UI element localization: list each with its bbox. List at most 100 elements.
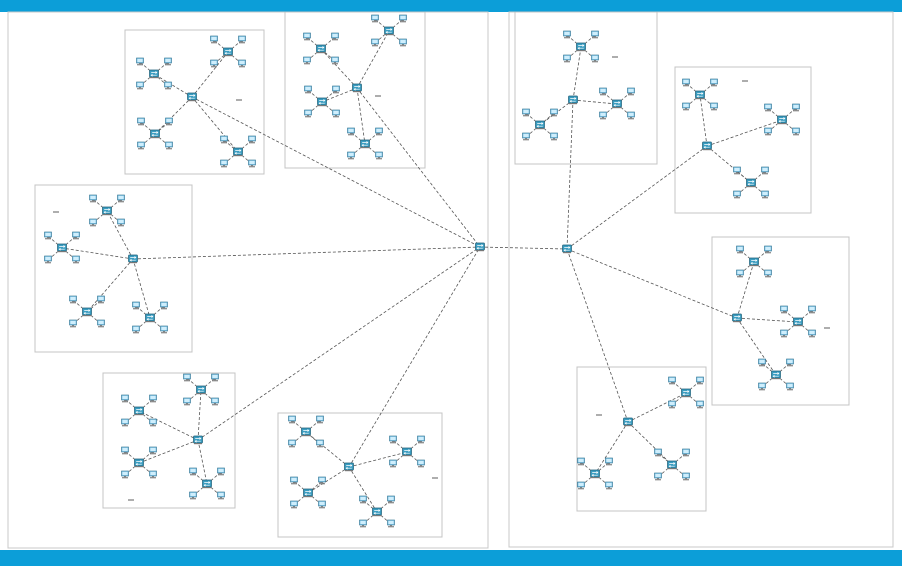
link-cable[interactable] [186,377,202,391]
pc-icon[interactable] [710,78,718,87]
pc-icon[interactable] [563,54,571,63]
pc-icon[interactable] [304,85,312,94]
uplink-cable[interactable] [191,96,481,248]
distribution-cable[interactable] [153,73,193,98]
pc-icon[interactable] [780,305,788,314]
pc-icon[interactable] [733,190,741,199]
access-switch-icon[interactable] [316,44,326,54]
distribution-cable[interactable] [106,210,134,260]
link-cable[interactable] [192,471,208,485]
pc-icon[interactable] [696,376,704,385]
pc-icon[interactable] [149,394,157,403]
pc-icon[interactable] [696,400,704,409]
pc-icon[interactable] [654,472,662,481]
uplink-cable[interactable] [566,248,629,423]
link-cable[interactable] [775,362,791,376]
distribution-cable[interactable] [348,466,378,513]
link-cable[interactable] [699,82,715,96]
pc-icon[interactable] [332,85,340,94]
pc-icon[interactable] [563,30,571,39]
link-cable[interactable] [657,452,673,466]
link-cable[interactable] [213,39,229,53]
pc-icon[interactable] [761,190,769,199]
pc-icon[interactable] [164,57,172,66]
link-cable[interactable] [124,398,140,412]
access-switch-icon[interactable] [145,313,155,323]
pc-icon[interactable] [303,56,311,65]
link-cable[interactable] [61,235,77,249]
distribution-cable[interactable] [627,421,673,466]
distribution-cable[interactable] [138,410,199,441]
access-switch-icon[interactable] [150,129,160,139]
link-cable[interactable] [580,461,596,475]
distribution-cable[interactable] [138,439,199,464]
link-cable[interactable] [138,450,154,464]
pc-icon[interactable] [780,329,788,338]
link-cable[interactable] [406,439,422,453]
pc-icon[interactable] [97,295,105,304]
link-cable[interactable] [47,235,63,249]
link-cable[interactable] [153,61,169,75]
link-cable[interactable] [580,34,596,48]
access-switch-icon[interactable] [82,307,92,317]
pc-icon[interactable] [121,470,129,479]
pc-icon[interactable] [387,495,395,504]
pc-icon[interactable] [389,435,397,444]
pc-icon[interactable] [136,57,144,66]
access-switch-icon[interactable] [590,469,600,479]
pc-icon[interactable] [764,245,772,254]
distribution-switch-icon[interactable] [702,141,712,151]
pc-icon[interactable] [758,382,766,391]
access-switch-icon[interactable] [576,42,586,52]
link-cable[interactable] [761,362,777,376]
link-cable[interactable] [362,499,378,513]
link-cable[interactable] [364,131,380,145]
pc-icon[interactable] [303,32,311,41]
pc-icon[interactable] [654,448,662,457]
link-cable[interactable] [138,398,154,412]
distribution-cable[interactable] [307,466,350,494]
link-cable[interactable] [154,121,170,135]
pc-icon[interactable] [44,231,52,240]
pc-icon[interactable] [764,103,772,112]
pc-icon[interactable] [736,245,744,254]
access-switch-icon[interactable] [196,385,206,395]
pc-icon[interactable] [522,108,530,117]
pc-icon[interactable] [371,38,379,47]
pc-icon[interactable] [318,500,326,509]
link-cable[interactable] [320,36,336,50]
distribution-cable[interactable] [594,421,629,475]
link-cable[interactable] [671,380,687,394]
pc-icon[interactable] [69,319,77,328]
distribution-switch-icon[interactable] [352,83,362,93]
distribution-cable[interactable] [356,87,366,145]
core-link-cable[interactable] [479,246,568,250]
distribution-switch-icon[interactable] [344,462,354,472]
pc-icon[interactable] [550,132,558,141]
distribution-cable[interactable] [305,431,350,468]
link-cable[interactable] [685,380,701,394]
pc-icon[interactable] [736,269,744,278]
access-switch-icon[interactable] [223,47,233,57]
distribution-cable[interactable] [699,94,708,147]
pc-icon[interactable] [238,35,246,44]
pc-icon[interactable] [164,81,172,90]
pc-icon[interactable] [210,59,218,68]
pc-icon[interactable] [132,301,140,310]
access-switch-icon[interactable] [749,257,759,267]
pc-icon[interactable] [758,358,766,367]
distribution-cable[interactable] [736,317,777,376]
distribution-switch-icon[interactable] [732,313,742,323]
pc-icon[interactable] [89,194,97,203]
pc-icon[interactable] [121,446,129,455]
access-switch-icon[interactable] [233,147,243,157]
link-cable[interactable] [223,139,239,153]
pc-icon[interactable] [761,166,769,175]
pc-icon[interactable] [417,435,425,444]
link-cable[interactable] [227,39,243,53]
pc-icon[interactable] [238,59,246,68]
uplink-cable[interactable] [566,248,738,319]
pc-icon[interactable] [577,481,585,490]
distribution-switch-icon[interactable] [193,435,203,445]
link-cable[interactable] [237,139,253,153]
